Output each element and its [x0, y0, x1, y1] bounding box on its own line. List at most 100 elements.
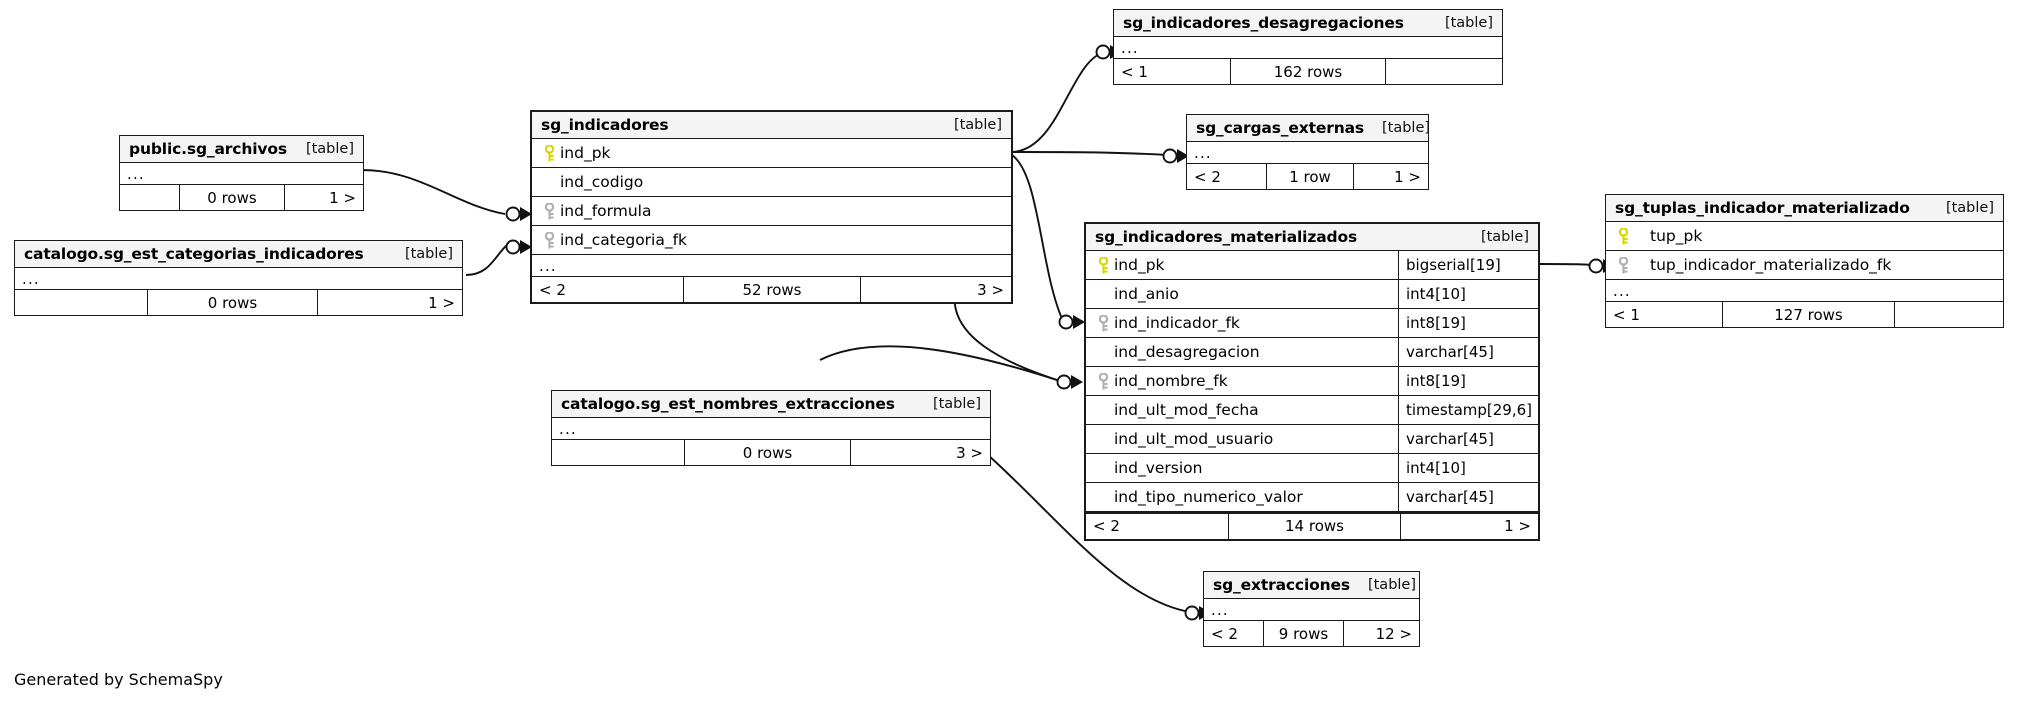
edge-indicadores-cargas [1011, 151, 1169, 156]
table-title: sg_indicadores_materializados [1095, 227, 1358, 246]
column-name: ind_ult_mod_usuario [1114, 430, 1274, 448]
footer-children [1386, 59, 1502, 84]
more-columns-indicator: ... [15, 268, 462, 290]
column-name: ind_anio [1114, 285, 1179, 303]
footer-parents: < 2 [532, 277, 684, 302]
table-title: sg_tuplas_indicador_materializado [1615, 198, 1910, 217]
crowfoot-circle [505, 206, 521, 222]
column-cell: ind_anio [1086, 285, 1398, 303]
more-columns-indicator: ... [1187, 142, 1428, 164]
crowfoot-circle [1184, 605, 1200, 621]
table-title: sg_indicadores [541, 115, 669, 134]
column-name: ind_codigo [560, 173, 644, 191]
more-columns-indicator: ... [120, 163, 363, 185]
footer-rowcount: 127 rows [1723, 302, 1895, 327]
table-title: catalogo.sg_est_categorias_indicadores [24, 244, 364, 263]
footer-parents [15, 290, 148, 315]
table-sg-archivos[interactable]: public.sg_archivos [table] ... 0 rows 1 … [119, 135, 364, 211]
crowfoot-circle [1058, 314, 1074, 330]
column-cell: ind_codigo [532, 173, 1011, 191]
table-type-tag: [table] [1382, 119, 1431, 136]
column-cell: ind_formula [532, 202, 1011, 220]
table-footer: < 2 9 rows 12 > [1204, 621, 1419, 646]
table-header: sg_cargas_externas [table] [1187, 115, 1431, 142]
table-row: ind_codigo [532, 168, 1011, 197]
column-cell: tup_indicador_materializado_fk [1606, 256, 2003, 274]
table-footer: 0 rows 3 > [552, 440, 990, 465]
footer-rowcount: 0 rows [148, 290, 318, 315]
column-cell: ind_ult_mod_usuario [1086, 430, 1398, 448]
crowfoot-circle [1095, 44, 1111, 60]
table-header: sg_extracciones [table] [1204, 572, 1419, 599]
table-sg-tuplas-indicador-materializado[interactable]: sg_tuplas_indicador_materializado [table… [1605, 194, 2004, 328]
footer-parents [120, 185, 180, 210]
table-type-tag: [table] [404, 245, 453, 262]
table-sg-cargas-externas[interactable]: sg_cargas_externas [table] ... < 2 1 row… [1186, 114, 1431, 190]
table-footer: < 2 14 rows 1 > [1086, 513, 1538, 539]
table-sg-est-categorias-indicadores[interactable]: catalogo.sg_est_categorias_indicadores [… [14, 240, 463, 316]
table-title: sg_extracciones [1213, 575, 1350, 594]
footer-children: 3 > [956, 443, 983, 462]
table-title: catalogo.sg_est_nombres_extracciones [561, 394, 895, 413]
footer-rowcount: 14 rows [1229, 513, 1401, 539]
table-row: ind_ult_mod_fecha timestamp[29,6] [1086, 396, 1538, 425]
table-footer: < 2 52 rows 3 > [532, 277, 1011, 302]
footer-children: 12 > [1375, 624, 1412, 643]
column-type: int4[10] [1398, 454, 1538, 482]
column-name: ind_nombre_fk [1114, 372, 1228, 390]
table-row: ind_version int4[10] [1086, 454, 1538, 483]
column-type: varchar[45] [1398, 338, 1538, 366]
column-name: tup_indicador_materializado_fk [1650, 256, 1892, 274]
table-row: ind_tipo_numerico_valor varchar[45] [1086, 483, 1538, 512]
column-type: varchar[45] [1398, 483, 1538, 511]
footer-rowcount: 0 rows [180, 185, 285, 210]
table-row: ind_pk [532, 139, 1011, 168]
edge-indicadores-desagregaciones [1011, 51, 1106, 153]
column-cell: tup_pk [1606, 227, 2003, 245]
more-columns-indicator: ... [1114, 37, 1502, 59]
primary-key-icon [1092, 256, 1114, 274]
primary-key-icon [538, 144, 560, 162]
table-header: catalogo.sg_est_categorias_indicadores [… [15, 241, 462, 268]
foreign-key-icon [1092, 372, 1114, 390]
crowfoot-circle [505, 239, 521, 255]
column-name: ind_categoria_fk [560, 231, 688, 249]
foreign-key-icon [538, 202, 560, 220]
column-type: int4[10] [1398, 280, 1538, 308]
table-row: ind_categoria_fk [532, 226, 1011, 255]
generator-credit: Generated by SchemaSpy [14, 670, 223, 689]
table-title: public.sg_archivos [129, 139, 287, 158]
footer-children: 1 > [1504, 517, 1531, 536]
footer-parents: < 1 [1114, 59, 1231, 84]
table-row: ind_ult_mod_usuario varchar[45] [1086, 425, 1538, 454]
column-name: ind_pk [1114, 256, 1165, 274]
column-cell: ind_pk [532, 144, 1011, 162]
table-row: tup_pk [1606, 222, 2003, 251]
table-header: sg_tuplas_indicador_materializado [table… [1606, 195, 2003, 222]
foreign-key-icon [538, 231, 560, 249]
column-name: ind_desagregacion [1114, 343, 1260, 361]
column-type: bigserial[19] [1398, 251, 1538, 279]
edge-categorias-indicadores [465, 243, 509, 276]
footer-rowcount: 0 rows [685, 440, 851, 465]
table-header: sg_indicadores [table] [532, 112, 1011, 139]
footer-parents [552, 440, 685, 465]
footer-children: 1 > [428, 293, 455, 312]
more-columns-indicator: ... [1204, 599, 1419, 621]
column-name: ind_indicador_fk [1114, 314, 1240, 332]
edge-indicadores-materializados [1011, 154, 1064, 322]
table-sg-extracciones[interactable]: sg_extracciones [table] ... < 2 9 rows 1… [1203, 571, 1420, 647]
footer-rowcount: 162 rows [1231, 59, 1386, 84]
table-sg-indicadores-materializados[interactable]: sg_indicadores_materializados [table] in… [1084, 222, 1540, 541]
table-sg-indicadores[interactable]: sg_indicadores [table] ind_pk ind_ [530, 110, 1013, 304]
table-title: sg_indicadores_desagregaciones [1123, 13, 1404, 32]
table-sg-indicadores-desagregaciones[interactable]: sg_indicadores_desagregaciones [table] .… [1113, 9, 1503, 85]
table-sg-est-nombres-extracciones[interactable]: catalogo.sg_est_nombres_extracciones [ta… [551, 390, 991, 466]
footer-parents: < 2 [1187, 164, 1267, 189]
table-footer: 0 rows 1 > [120, 185, 363, 210]
footer-children: 1 > [1394, 167, 1421, 186]
column-name: ind_formula [560, 202, 652, 220]
edge-materializados-tuplas [1539, 263, 1599, 267]
column-type: timestamp[29,6] [1398, 396, 1538, 424]
